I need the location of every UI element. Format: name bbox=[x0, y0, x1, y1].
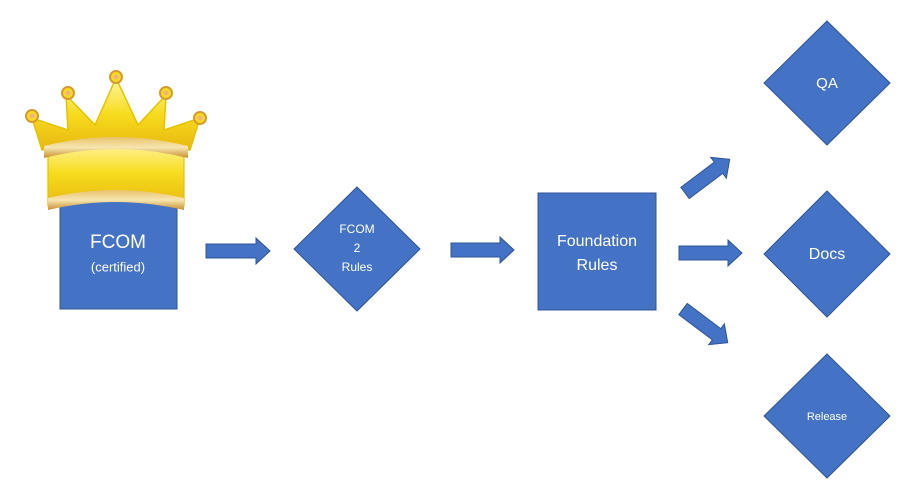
fcom-title: FCOM bbox=[90, 232, 146, 253]
docs-diamond bbox=[763, 190, 891, 318]
docs-label: Docs bbox=[809, 246, 845, 263]
fcom-box bbox=[59, 194, 178, 310]
arrow-foundation-to-release bbox=[678, 302, 729, 346]
release-diamond bbox=[763, 353, 891, 479]
arrow-foundation-to-qa bbox=[680, 156, 731, 200]
foundation-rules-line1: Foundation bbox=[557, 233, 637, 250]
foundation-rules-box bbox=[537, 192, 657, 311]
fcom2rules-line3: Rules bbox=[342, 260, 373, 274]
release-node: Release bbox=[763, 353, 891, 479]
fcom2rules-node: FCOM 2 Rules bbox=[293, 186, 421, 312]
arrow-foundation-to-docs bbox=[678, 238, 743, 268]
fcom2rules-diamond bbox=[293, 186, 421, 312]
qa-diamond bbox=[763, 20, 891, 146]
arrow-fcom-to-fcom2rules bbox=[205, 236, 271, 266]
fcom2rules-line1: FCOM bbox=[339, 222, 374, 236]
docs-node: Docs bbox=[763, 190, 891, 318]
fcom2rules-line2: 2 bbox=[354, 241, 361, 255]
fcom-node: FCOM (certified) bbox=[59, 194, 178, 310]
release-label: Release bbox=[807, 411, 847, 423]
qa-label: QA bbox=[816, 75, 838, 92]
fcom-subtitle: (certified) bbox=[91, 259, 145, 274]
qa-node: QA bbox=[763, 20, 891, 146]
foundation-rules-line2: Rules bbox=[577, 257, 618, 274]
crown-icon bbox=[25, 70, 207, 210]
foundation-rules-node: Foundation Rules bbox=[537, 192, 657, 311]
arrow-fcom2rules-to-foundation bbox=[450, 235, 515, 265]
